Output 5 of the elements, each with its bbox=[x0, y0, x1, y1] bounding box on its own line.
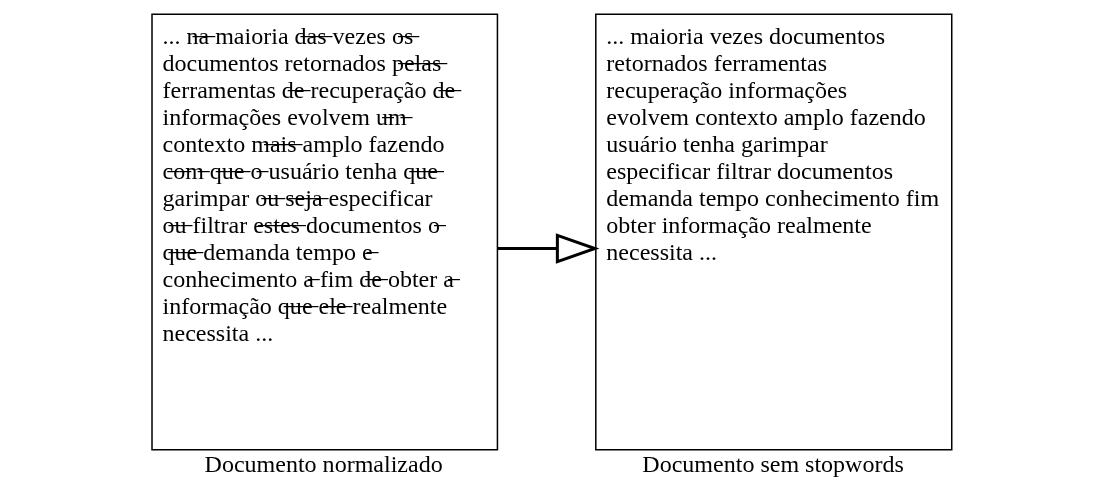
node-box: ... n̶a̶ maioria d̶a̶s̶ vezes o̶s̶ documentos retornados p̶e̶l̶a̶s̶ ferramentas d̶e̶ recuperação d̶e̶ informações evolvem u̶m̶ contexto m̶a̶i̶s̶ amplo fazendo c̶o̶m̶ q̶u̶e̶ o̶ usuário tenha q̶u̶e̶ garimpar o̶u̶ s̶e̶j̶a̶ especificar o̶u̶ filtrar e̶s̶t̶e̶s̶ documentos o̶ q̶u̶e̶ demanda tempo e̶ conhecimento a̶ fim d̶e̶ obter a̶ informação q̶u̶e̶ e̶l̶e̶ realmente necessita ... bbox=[150, 13, 498, 451]
node-label: Documento sem stopwords bbox=[641, 450, 904, 477]
arrow bbox=[497, 233, 599, 264]
node-label: Documento normalizado bbox=[204, 450, 443, 477]
node-box: ... maioria vezes documentos retornados ferramentas recuperação informações evolvem contexto amplo fazendo usuário tenha garimpar especificar filtrar documentos demanda tempo conhecimento fim obter informação realmente necessita ... bbox=[594, 13, 952, 451]
